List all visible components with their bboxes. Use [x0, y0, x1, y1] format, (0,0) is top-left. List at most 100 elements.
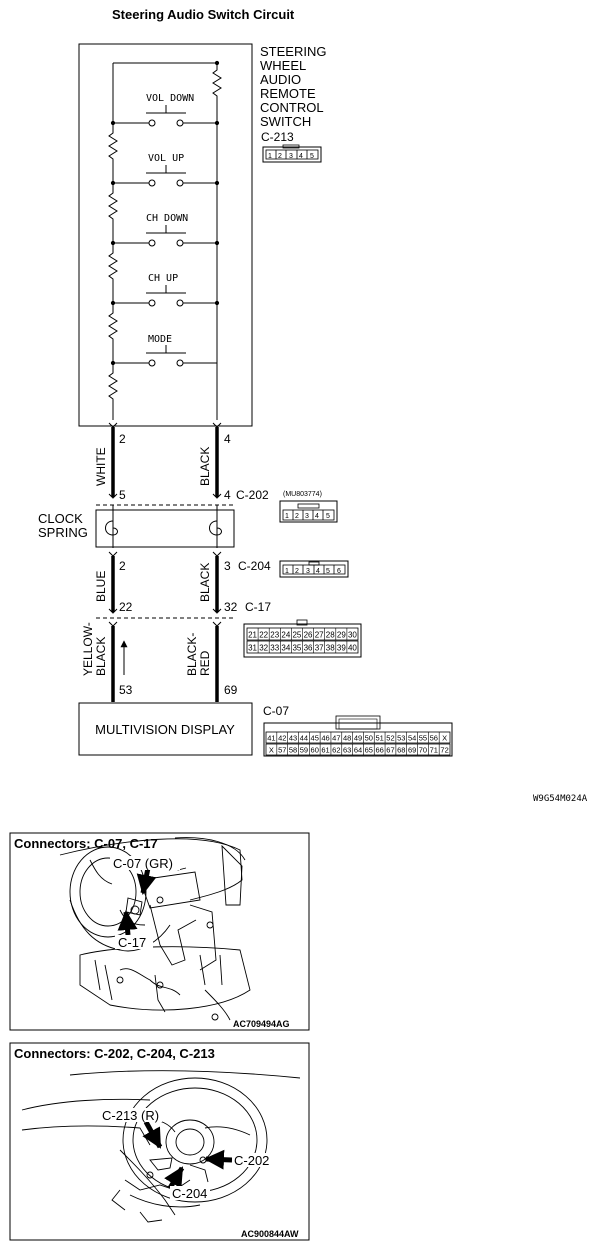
- wire-color-white: WHITE: [94, 447, 108, 486]
- clock-spring-pin-5: 5: [119, 488, 126, 502]
- connector-pin: 25: [292, 631, 301, 640]
- wire-color-black-middle: BLACK: [198, 563, 212, 602]
- connector-pin: 45: [311, 734, 319, 743]
- vol-up-label: VOL UP: [148, 153, 184, 164]
- switch-ladder-circuit: [108, 60, 222, 420]
- connector-pin: 53: [397, 734, 405, 743]
- connector-pin: 58: [289, 746, 297, 755]
- clock-spring-pin-3: 3: [224, 559, 231, 573]
- svg-text:4: 4: [316, 568, 320, 575]
- photo-connectors-c07-c17: Connectors: C-07, C-17 C-07 (GR) C-1: [9, 832, 310, 1031]
- connector-pin: 61: [321, 746, 329, 755]
- connector-pin: 33: [270, 644, 279, 653]
- clock-spring-coils: [105, 505, 222, 548]
- upper-wires: [108, 427, 222, 499]
- connector-pin: 51: [375, 734, 383, 743]
- connector-pin: 29: [337, 631, 346, 640]
- connector-pin: 72: [440, 746, 448, 755]
- connector-pin: 48: [343, 734, 351, 743]
- connector-pin: 62: [332, 746, 340, 755]
- connector-pin: 36: [304, 644, 313, 653]
- clock-spring-label-2: SPRING: [38, 525, 88, 540]
- svg-text:2: 2: [295, 513, 299, 520]
- c17-pin-32: 32: [224, 600, 238, 614]
- clock-spring-label-1: CLOCK: [38, 511, 83, 526]
- connector-pin: 65: [365, 746, 373, 755]
- connector-pin: 32: [259, 644, 268, 653]
- connector-pin: 21: [248, 631, 257, 640]
- mode-label: MODE: [148, 334, 172, 345]
- connector-pin: 57: [278, 746, 286, 755]
- connector-pin: 22: [259, 631, 268, 640]
- connector-pin: 40: [348, 644, 357, 653]
- connector-pin: 39: [337, 644, 346, 653]
- connector-pin: 64: [354, 746, 362, 755]
- ch-down-label: CH DOWN: [146, 213, 188, 224]
- svg-text:1: 1: [285, 513, 289, 520]
- connector-pin: 23: [270, 631, 279, 640]
- multivision-display-box: [78, 702, 253, 756]
- wire-color-yellow-2: BLACK: [94, 637, 108, 676]
- switch-unit-name: STEERING WHEEL AUDIO REMOTE CONTROL SWIT…: [260, 44, 326, 129]
- photo1-callout-c17: C-17: [118, 935, 146, 950]
- switch-unit-box: [78, 43, 253, 427]
- connector-pin: 52: [386, 734, 394, 743]
- lower-wires: [108, 621, 222, 702]
- photo1-code: AC709494AG: [233, 1019, 290, 1029]
- connector-pin: 60: [311, 746, 319, 755]
- c204-label: C-204: [238, 559, 271, 573]
- c07-label: C-07: [263, 704, 289, 718]
- switch-pin-left: 2: [119, 432, 126, 446]
- connector-pin: 31: [248, 644, 257, 653]
- connector-pin: 30: [348, 631, 357, 640]
- photo2-arrow-c213: [142, 1120, 163, 1149]
- svg-text:3: 3: [306, 568, 310, 575]
- diagram-title: Steering Audio Switch Circuit: [112, 7, 295, 22]
- photo2-arrow-c202: [204, 1149, 233, 1170]
- svg-text:5: 5: [310, 153, 314, 160]
- svg-text:4: 4: [315, 513, 319, 520]
- connector-pin: 49: [354, 734, 362, 743]
- connector-pin: 59: [300, 746, 308, 755]
- wire-color-blackred-2: RED: [198, 650, 212, 676]
- c17-label: C-17: [245, 600, 271, 614]
- wire-color-yellow-1: YELLOW-: [81, 622, 95, 676]
- svg-text:AUDIO: AUDIO: [260, 72, 301, 87]
- connector-pin: 66: [375, 746, 383, 755]
- svg-text:REMOTE: REMOTE: [260, 86, 316, 101]
- connector-pin: 37: [315, 644, 324, 653]
- photo2-callout-c204: C-204: [172, 1186, 207, 1201]
- display-pin-69: 69: [224, 683, 238, 697]
- photo-connectors-c202-c204-c213: Connectors: C-202, C-204, C-213 C-213 (R…: [9, 1042, 310, 1241]
- connector-pin: 46: [321, 734, 329, 743]
- photo2-arrow-c204: [164, 1166, 185, 1190]
- wire-color-black-upper: BLACK: [198, 447, 212, 486]
- connector-pin: 41: [267, 734, 275, 743]
- c202-part-number: (MU803774): [283, 491, 322, 498]
- multivision-display-label: MULTIVISION DISPLAY: [95, 722, 235, 737]
- connector-pin: 44: [300, 734, 308, 743]
- svg-text:2: 2: [278, 153, 282, 160]
- middle-wires: [108, 551, 222, 614]
- connector-pin: 26: [304, 631, 313, 640]
- photo1-title: Connectors: C-07, C-17: [14, 836, 158, 851]
- svg-text:2: 2: [295, 568, 299, 575]
- svg-text:6: 6: [337, 568, 341, 575]
- svg-text:STEERING: STEERING: [260, 44, 326, 59]
- display-pin-53: 53: [119, 683, 133, 697]
- connector-pin: 24: [281, 631, 290, 640]
- svg-text:SWITCH: SWITCH: [260, 114, 311, 129]
- svg-text:4: 4: [299, 153, 303, 160]
- connector-pin: 67: [386, 746, 394, 755]
- connector-pin: 27: [315, 631, 324, 640]
- connector-pin: 50: [365, 734, 373, 743]
- connector-pin: 68: [397, 746, 405, 755]
- connector-pin: 70: [419, 746, 427, 755]
- switch-pin-right: 4: [224, 432, 231, 446]
- c204-connector-icon: 1 2 3 4 5 6: [279, 560, 349, 578]
- photo1-arrow-c07: [136, 867, 157, 895]
- connector-pin: 47: [332, 734, 340, 743]
- clock-spring-box: [95, 509, 235, 548]
